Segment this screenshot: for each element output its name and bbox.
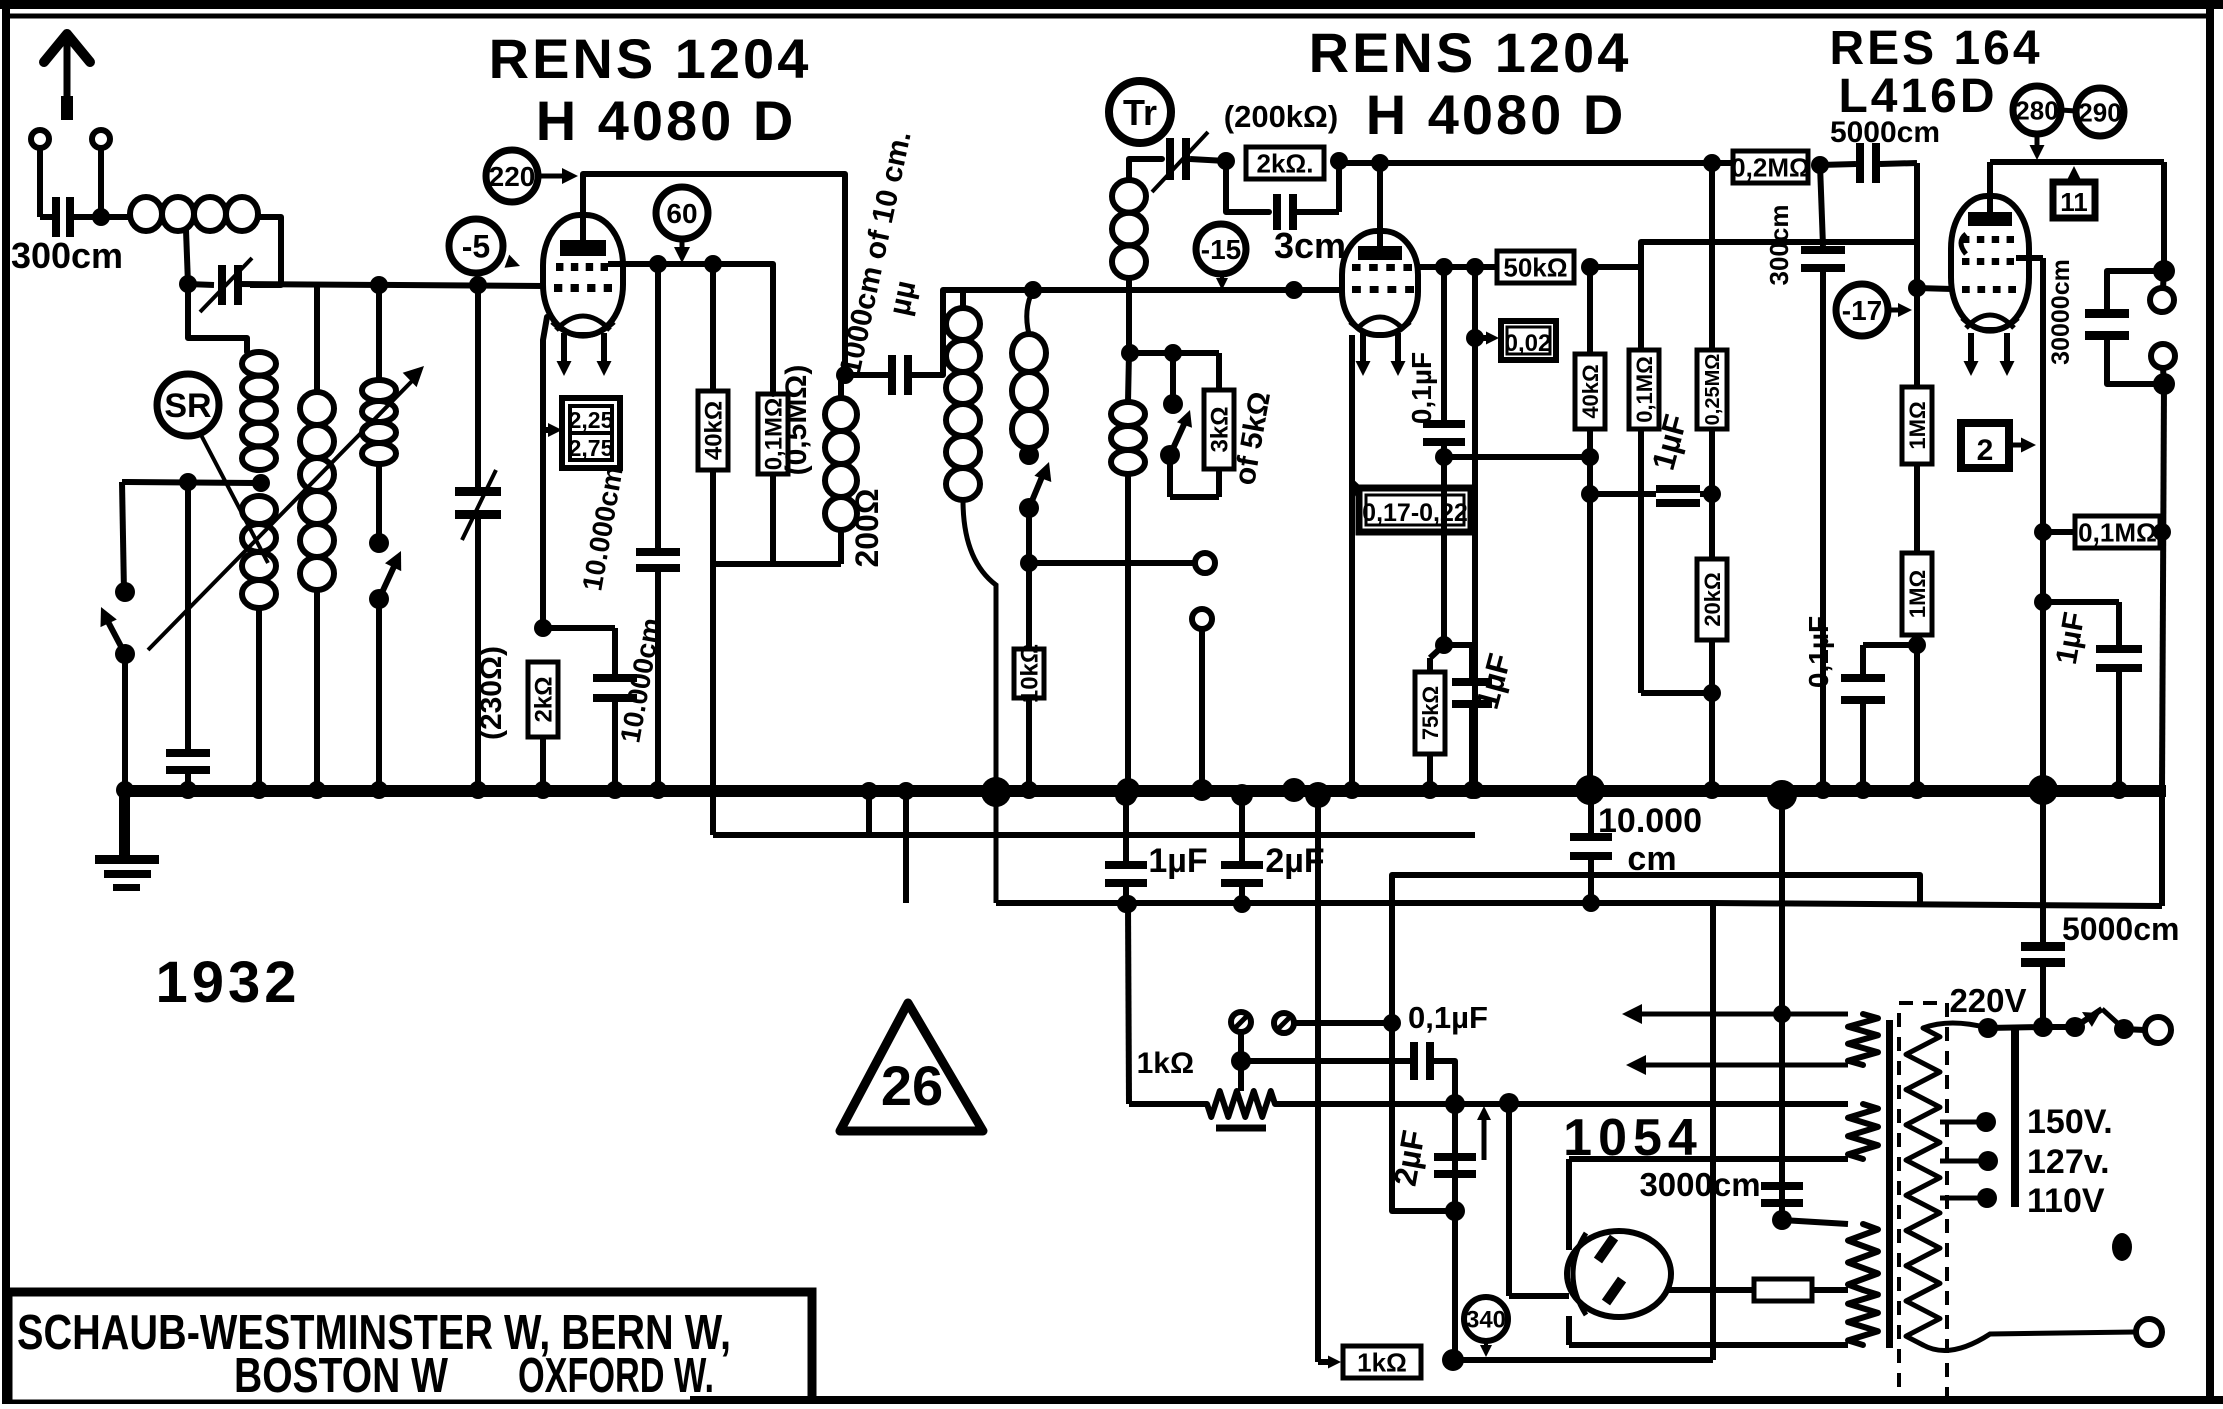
svg-text:0,2MΩ: 0,2MΩ — [1731, 152, 1810, 182]
svg-text:200Ω: 200Ω — [849, 488, 885, 567]
svg-text:40kΩ: 40kΩ — [1578, 364, 1603, 418]
svg-text:1MΩ: 1MΩ — [1905, 570, 1930, 618]
svg-text:BOSTON W: BOSTON W — [234, 1349, 449, 1403]
svg-text:10kΩ: 10kΩ — [1017, 644, 1044, 703]
svg-text:40kΩ: 40kΩ — [701, 401, 728, 460]
svg-text:SR: SR — [164, 387, 211, 425]
svg-text:2µF: 2µF — [1265, 842, 1324, 880]
svg-text:-17: -17 — [1842, 295, 1882, 326]
svg-text:30000cm: 30000cm — [2047, 259, 2075, 365]
svg-text:-15: -15 — [1201, 234, 1241, 265]
svg-text:340: 340 — [1466, 1307, 1506, 1334]
svg-text:Tr: Tr — [1123, 92, 1157, 133]
svg-text:1kΩ: 1kΩ — [1137, 1047, 1194, 1080]
svg-text:60: 60 — [666, 198, 697, 229]
svg-text:RES 164: RES 164 — [1829, 22, 2042, 75]
svg-text:µµ: µµ — [883, 278, 922, 319]
svg-text:5000cm: 5000cm — [2062, 911, 2179, 947]
svg-text:0,1MΩ: 0,1MΩ — [2078, 517, 2157, 547]
svg-text:150V.: 150V. — [2027, 1103, 2113, 1141]
svg-text:2kΩ: 2kΩ — [531, 677, 558, 723]
svg-text:280: 280 — [2015, 95, 2058, 125]
svg-text:0,1MΩ: 0,1MΩ — [761, 398, 788, 471]
svg-text:290: 290 — [2078, 97, 2121, 127]
svg-text:3cm: 3cm — [1274, 225, 1346, 266]
svg-text:0,02: 0,02 — [1505, 330, 1552, 357]
svg-text:H 4080 D: H 4080 D — [536, 89, 797, 152]
svg-text:1932: 1932 — [155, 950, 300, 1015]
svg-text:26: 26 — [881, 1054, 943, 1117]
svg-text:1MΩ: 1MΩ — [1905, 401, 1930, 449]
svg-text:OXFORD W.: OXFORD W. — [518, 1349, 714, 1403]
svg-text:cm: cm — [1627, 840, 1676, 878]
svg-text:RENS 1204: RENS 1204 — [489, 27, 812, 90]
svg-text:220V: 220V — [1949, 982, 2026, 1019]
svg-text:1µF: 1µF — [1148, 842, 1207, 880]
svg-text:-5: -5 — [462, 229, 490, 265]
svg-text:3000cm: 3000cm — [1639, 1166, 1760, 1203]
svg-text:2kΩ.: 2kΩ. — [1257, 148, 1314, 178]
svg-text:0,1µF: 0,1µF — [1803, 616, 1834, 688]
svg-text:75kΩ: 75kΩ — [1418, 686, 1443, 740]
svg-text:0,17-0,22: 0,17-0,22 — [1362, 499, 1468, 527]
svg-text:1kΩ: 1kΩ — [1357, 1347, 1407, 1377]
svg-text:2: 2 — [1977, 434, 1994, 467]
svg-text:(0,5MΩ): (0,5MΩ) — [780, 365, 813, 476]
svg-text:300cm: 300cm — [11, 235, 123, 276]
svg-text:20kΩ: 20kΩ — [1700, 572, 1725, 626]
svg-text:(230Ω): (230Ω) — [475, 646, 508, 740]
svg-text:0,1µF: 0,1µF — [1406, 352, 1437, 424]
svg-text:50kΩ: 50kΩ — [1503, 252, 1567, 282]
svg-text:RENS 1204: RENS 1204 — [1309, 21, 1632, 84]
svg-text:0,1MΩ: 0,1MΩ — [1632, 356, 1657, 423]
svg-text:11: 11 — [2060, 187, 2088, 217]
svg-text:2,75: 2,75 — [569, 435, 614, 461]
svg-text:SCHAUB-WESTMINSTER W, BERN W,: SCHAUB-WESTMINSTER W, BERN W, — [17, 1306, 731, 1360]
svg-text:127v.: 127v. — [2027, 1143, 2110, 1181]
svg-text:0,1µF: 0,1µF — [1408, 1000, 1488, 1035]
svg-text:110V: 110V — [2027, 1182, 2105, 1220]
svg-text:2,25: 2,25 — [569, 407, 614, 433]
svg-text:(200kΩ): (200kΩ) — [1224, 99, 1338, 134]
svg-text:3kΩ: 3kΩ — [1207, 407, 1234, 453]
svg-text:L416D: L416D — [1838, 70, 1997, 123]
svg-text:5000cm: 5000cm — [1830, 116, 1940, 149]
svg-text:H 4080 D: H 4080 D — [1366, 83, 1627, 146]
svg-text:220: 220 — [489, 161, 536, 192]
svg-text:0,25MΩ: 0,25MΩ — [1702, 354, 1724, 426]
svg-text:10.000: 10.000 — [1598, 802, 1702, 840]
